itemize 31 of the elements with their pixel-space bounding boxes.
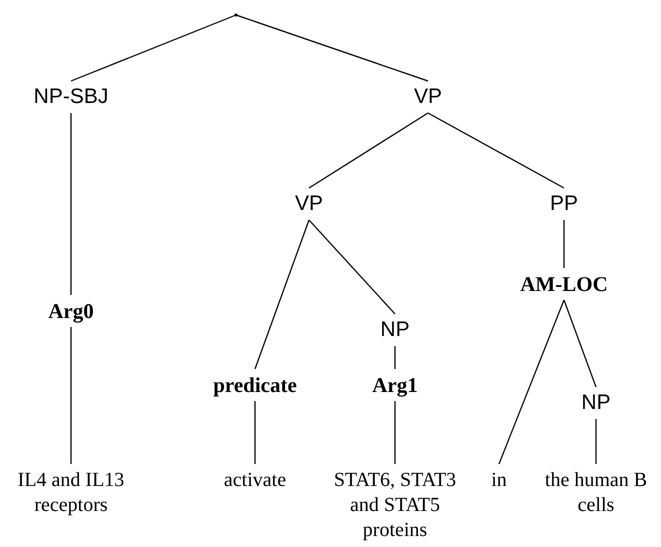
word-text: the human B cells (536, 468, 656, 518)
phrase-label: NP (581, 391, 611, 415)
tree-branch (254, 220, 310, 370)
tree-branch (394, 346, 396, 369)
tree-branch (595, 419, 597, 464)
role-label: Arg0 (48, 299, 94, 323)
tree-branch (308, 220, 396, 314)
word-text: STAT6, STAT3 and STAT5 proteins (319, 468, 471, 543)
tree-branch (563, 220, 565, 268)
tree-branch (236, 14, 428, 82)
tree-branch (394, 401, 396, 464)
word-text: IL4 and IL13 receptors (5, 468, 137, 518)
phrase-label: NP (380, 318, 410, 342)
role-label: Arg1 (372, 373, 418, 397)
phrase-label: VP (414, 85, 442, 109)
phrase-label: NP-SBJ (34, 85, 108, 109)
tree-branch (254, 401, 256, 464)
tree-branch (428, 112, 564, 189)
role-label: AM-LOC (520, 272, 608, 296)
word-text: in (491, 468, 507, 493)
tree-branch (308, 112, 428, 188)
tree-branch (498, 300, 565, 464)
role-label: predicate (213, 373, 297, 397)
word-text: activate (224, 468, 286, 493)
tree-branch (70, 327, 72, 464)
tree-branch (70, 113, 72, 295)
phrase-label: PP (550, 192, 578, 216)
tree-branch (563, 300, 597, 388)
tree-branch (70, 14, 236, 82)
phrase-label: VP (295, 192, 323, 216)
root-junction (234, 14, 238, 16)
